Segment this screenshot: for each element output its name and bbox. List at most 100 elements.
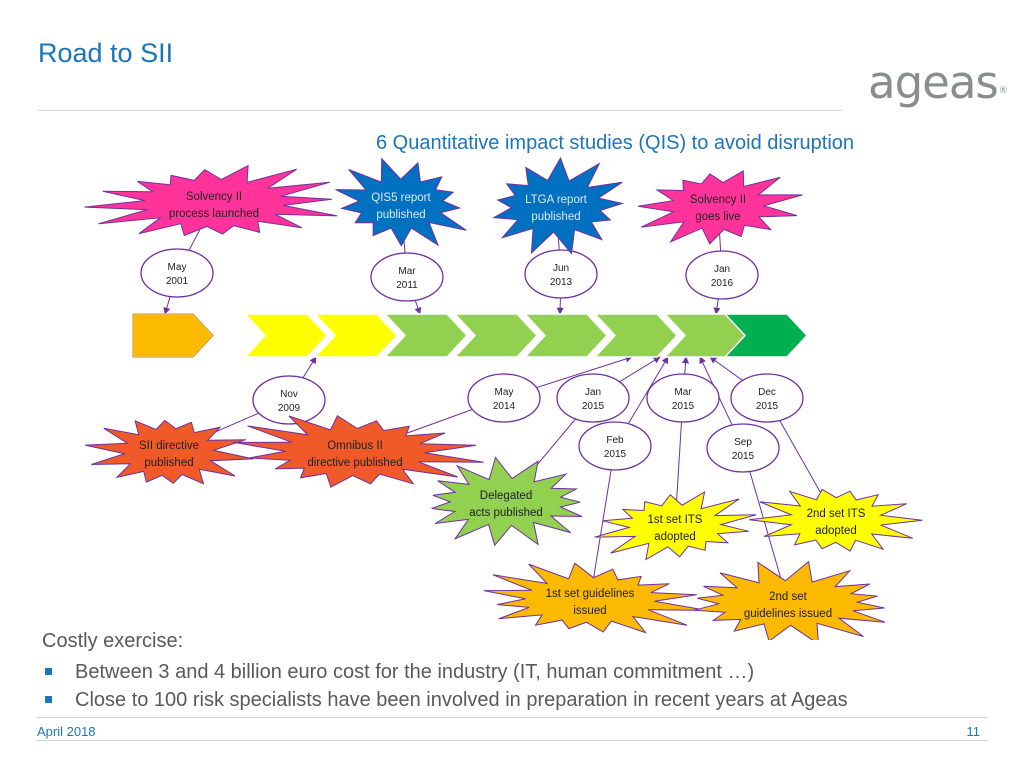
burst-label-line: adopted [815, 525, 857, 537]
burst-shape [637, 169, 803, 245]
date-month: Jan [585, 387, 601, 398]
date-year: 2013 [550, 277, 573, 288]
date-year: 2015 [756, 401, 779, 412]
burst-label-line: LTGA report [525, 194, 588, 206]
burst-label-line: issued [573, 605, 606, 617]
burst-label-line: 2nd set ITS [807, 508, 866, 520]
burst-label-line: Solvency II [690, 194, 746, 206]
date-bubble-mar-2011: Mar 2011 [370, 252, 444, 302]
logo-text: ageas [868, 56, 999, 109]
event-burst-solvency-launched: Solvency II process launched [84, 164, 338, 237]
logo-registered-mark: ® [998, 86, 1008, 96]
burst-label-line: Solvency II [186, 191, 242, 203]
date-bubble-feb-2015: Feb 2015 [578, 421, 652, 471]
date-bubble-nov-2009: Nov 2009 [252, 375, 326, 425]
date-month: May [495, 387, 514, 398]
bullet-square-icon [45, 696, 52, 703]
burst-label-line: 1st set ITS [648, 514, 703, 526]
date-month: Mar [398, 266, 416, 277]
date-bubble-outline [646, 373, 720, 423]
burst-label-line: 1st set guidelines [546, 588, 635, 600]
date-bubble-outline [685, 250, 759, 300]
date-month: Sep [734, 437, 752, 448]
date-bubble-jan-2015: Jan 2015 [556, 373, 630, 423]
date-year: 2016 [711, 278, 734, 289]
ageas-logo: ageas® [868, 56, 1008, 109]
date-bubble-outline [252, 375, 326, 425]
footer-divider-bottom [36, 740, 988, 741]
burst-label-line: adopted [654, 531, 696, 543]
timeline-chevron-segment [313, 313, 399, 358]
date-month: Feb [606, 435, 624, 446]
date-year: 2015 [672, 401, 695, 412]
burst-shape [84, 419, 254, 485]
cost-item-text: Close to 100 risk specialists have been … [75, 689, 848, 711]
burst-shape [594, 490, 757, 561]
date-year: 2001 [166, 276, 189, 287]
date-month: Nov [280, 389, 298, 400]
date-bubbles: May2001Mar2011Jun2013Jan2016Nov2009May20… [140, 248, 804, 473]
event-burst-first-guidelines: 1st set guidelines issued [483, 562, 707, 634]
burst-shape [483, 562, 707, 634]
date-year: 2015 [604, 449, 627, 460]
date-bubble-mar-2015: Mar 2015 [646, 373, 720, 423]
date-year: 2015 [732, 451, 755, 462]
date-bubble-outline [467, 373, 541, 423]
timeline-chevron-segment [523, 313, 609, 358]
event-burst-sii-directive: SII directive published [84, 419, 254, 485]
date-year: 2014 [493, 401, 516, 412]
date-year: 2011 [396, 280, 418, 291]
burst-label-line: QIS5 report [371, 192, 431, 204]
date-month: Dec [758, 387, 776, 398]
date-bubble-jun-2013: Jun 2013 [524, 249, 598, 299]
burst-label-line: published [144, 457, 193, 469]
page-number: 11 [966, 724, 981, 739]
date-bubble-outline [556, 373, 630, 423]
event-burst-ltga-report: LTGA report published [492, 156, 625, 255]
date-bubble-outline [140, 248, 214, 298]
burst-label-line: SII directive [139, 440, 199, 452]
cost-section: Costly exercise: Between 3 and 4 billion… [42, 628, 848, 714]
burst-label-line: Delegated [480, 490, 532, 502]
page-title: Road to SII [38, 38, 174, 68]
burst-label-line: process launched [169, 208, 259, 220]
burst-label-line: directive published [307, 457, 402, 469]
date-bubble-outline [578, 421, 652, 471]
diagram-subtitle: 6 Quantitative impact studies (QIS) to a… [376, 132, 855, 154]
date-month: Mar [674, 387, 692, 398]
date-month: Jan [714, 264, 730, 275]
date-year: 2015 [582, 401, 605, 412]
date-bubble-outline [370, 252, 444, 302]
burst-shape [84, 164, 338, 237]
timeline-chevron-segment [723, 313, 809, 358]
burst-label-line: 2nd set [769, 591, 808, 603]
timeline-first-outline [132, 313, 214, 358]
timeline-chevron-segment [453, 313, 539, 358]
footer-divider-top [36, 717, 988, 718]
burst-shape [335, 157, 467, 247]
cost-item-industry: Between 3 and 4 billion euro cost for th… [42, 658, 848, 686]
timeline-bar [132, 313, 809, 358]
burst-label-line: guidelines issued [744, 608, 832, 620]
date-year: 2009 [278, 403, 301, 414]
burst-shape [431, 456, 583, 547]
date-bubble-dec-2015: Dec 2015 [730, 373, 804, 423]
event-burst-first-its: 1st set ITS adopted [594, 490, 757, 561]
date-bubble-outline [524, 249, 598, 299]
burst-shape [694, 560, 886, 640]
cost-heading: Costly exercise: [42, 630, 184, 652]
burst-label-line: published [531, 211, 580, 223]
date-month: Jun [553, 263, 569, 274]
cost-item-specialists: Close to 100 risk specialists have been … [42, 686, 848, 714]
date-bubble-sep-2015: Sep 2015 [706, 423, 780, 473]
bullet-square-icon [45, 668, 52, 675]
cost-item-text: Between 3 and 4 billion euro cost for th… [75, 661, 755, 683]
event-burst-second-guidelines: 2nd set guidelines issued [694, 560, 886, 640]
date-bubble-outline [706, 423, 780, 473]
